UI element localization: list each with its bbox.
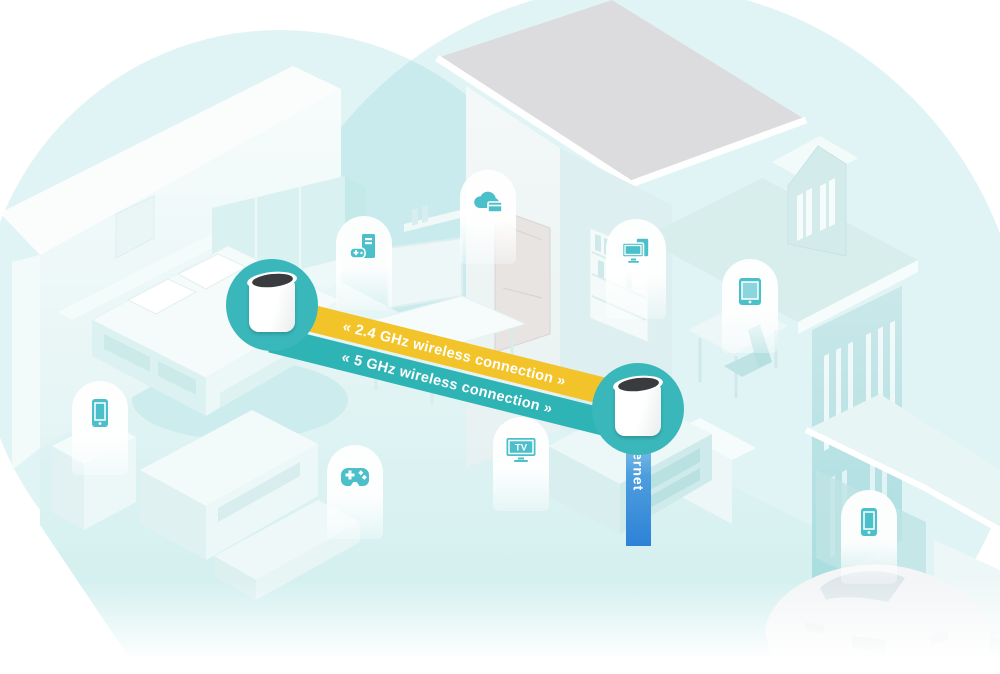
tv-icon: TV	[506, 438, 536, 462]
tv-label: TV	[515, 443, 528, 454]
gaming-pc-icon	[349, 234, 375, 259]
device-badge-game-controller	[327, 445, 383, 539]
deco-unit-main	[592, 363, 684, 455]
picture-frame	[115, 195, 155, 259]
monitor-tablet-icon	[621, 237, 650, 263]
deco-unit-satellite	[226, 259, 318, 351]
gamepad-icon	[341, 468, 369, 486]
device-badge-dual-screen	[606, 219, 666, 319]
device-badge-smartphone-garage	[841, 490, 897, 584]
monitor	[387, 236, 463, 310]
device-badge-smartphone-left	[72, 381, 128, 475]
smartphone-icon	[861, 508, 877, 536]
deco-cylinder	[249, 278, 295, 332]
cloud-storage-icon	[474, 191, 503, 213]
garage-roof	[806, 394, 1000, 530]
device-badge-smart-tv: TV	[493, 417, 549, 511]
smartphone-icon	[92, 399, 108, 427]
deco-cylinder	[615, 382, 661, 436]
tablet-icon	[739, 278, 761, 305]
device-badge-cloud-storage	[460, 170, 516, 264]
device-badge-gaming-pc	[336, 216, 392, 310]
device-badge-tablet	[722, 259, 778, 353]
